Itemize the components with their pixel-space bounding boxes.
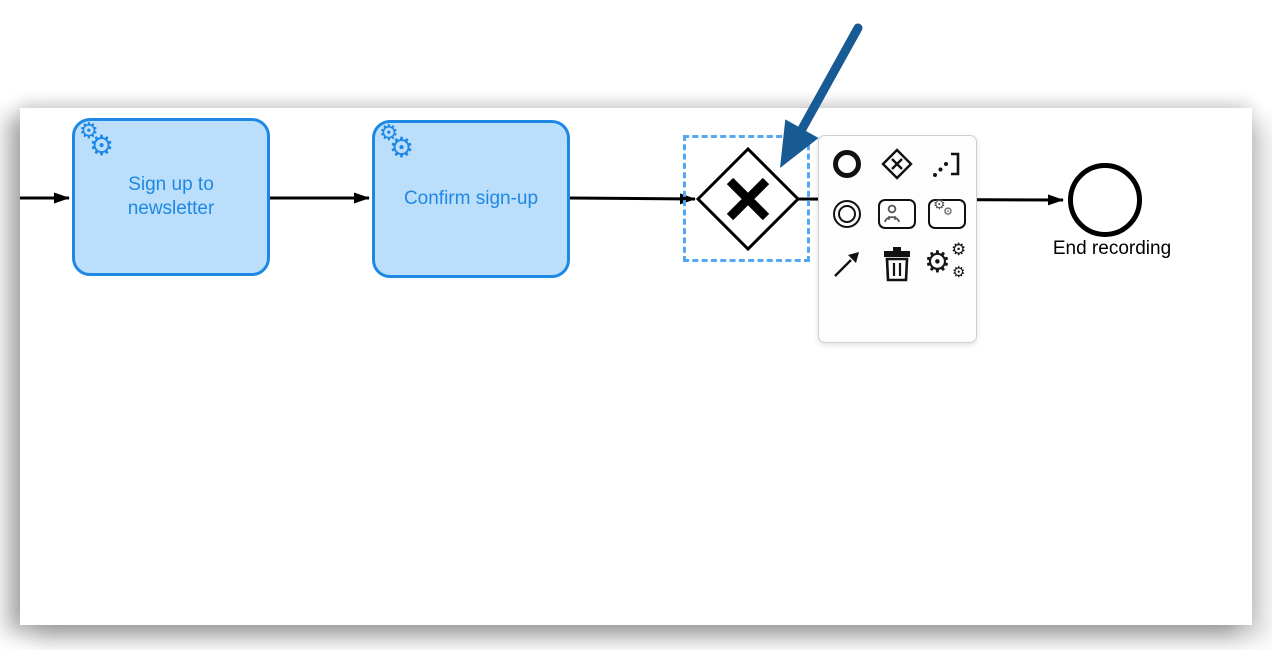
trash-icon — [884, 247, 910, 282]
task-sign-up-to-newsletter[interactable]: ⚙⚙ Sign up to newsletter — [72, 118, 270, 276]
gateway-icon — [881, 148, 913, 180]
settings-button[interactable]: ⚙⚙⚙ — [923, 240, 971, 288]
end-event-label: End recording — [1052, 238, 1172, 259]
settings-gears-icon: ⚙⚙⚙ — [924, 240, 967, 281]
context-pad: ⚙⚙ ⚙⚙⚙ — [818, 135, 977, 343]
intermediate-event-icon — [833, 200, 861, 228]
connect-tool-button[interactable] — [823, 240, 871, 288]
bpmn-canvas[interactable]: ⚙⚙ Sign up to newsletter ⚙⚙ Confirm sign… — [20, 108, 1252, 625]
text-annotation-icon — [933, 152, 960, 177]
exclusive-gateway[interactable] — [695, 146, 801, 252]
append-service-task-button[interactable]: ⚙⚙ — [923, 190, 971, 238]
task-confirm-sign-up[interactable]: ⚙⚙ Confirm sign-up — [372, 120, 570, 278]
service-task-gears-icon: ⚙⚙ — [79, 119, 115, 162]
append-text-annotation-button[interactable] — [923, 140, 971, 188]
append-intermediate-event-button[interactable] — [823, 190, 871, 238]
end-event-icon — [833, 150, 861, 178]
append-gateway-button[interactable] — [873, 140, 921, 188]
flow-task2-gateway[interactable] — [569, 193, 696, 205]
annotation-arrow — [780, 23, 863, 168]
task-label: Sign up to newsletter — [127, 174, 215, 219]
delete-button[interactable] — [873, 240, 921, 288]
connect-arrow-icon — [834, 252, 859, 277]
append-user-task-button[interactable] — [873, 190, 921, 238]
task-label: Confirm sign-up — [403, 188, 539, 210]
service-task-gears-icon: ⚙⚙ — [379, 121, 415, 164]
end-event[interactable] — [1068, 163, 1142, 237]
service-task-icon: ⚙⚙ — [928, 197, 966, 229]
user-task-icon — [878, 199, 916, 229]
append-end-event-button[interactable] — [823, 140, 871, 188]
